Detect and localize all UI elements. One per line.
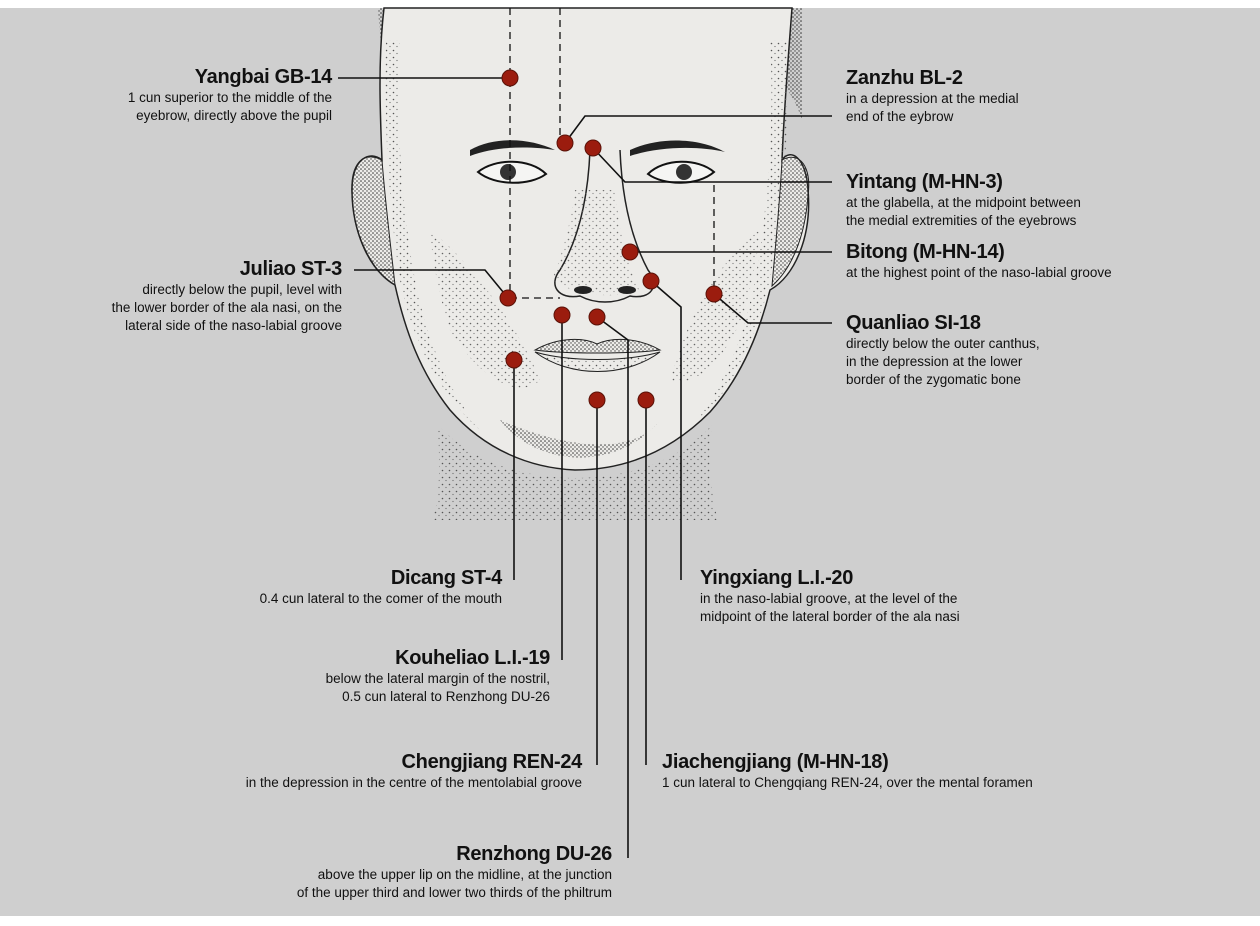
- point-yintang: [585, 140, 601, 156]
- label-title: Chengjiang REN-24: [102, 750, 582, 774]
- label-desc-line: midpoint of the lateral border of the al…: [700, 608, 1120, 626]
- point-kouheliao: [554, 307, 570, 323]
- label-desc-line: in a depression at the medial: [846, 90, 1206, 108]
- label-desc-line: at the highest point of the naso-labial …: [846, 264, 1246, 282]
- label-title: Dicang ST-4: [102, 566, 502, 590]
- label-renzhong: Renzhong DU-26 above the upper lip on th…: [132, 842, 612, 902]
- label-yangbai: Yangbai GB-14 1 cun superior to the midd…: [12, 65, 332, 125]
- point-jiachengjiang: [638, 392, 654, 408]
- label-yintang: Yintang (M-HN-3) at the glabella, at the…: [846, 170, 1246, 230]
- label-desc-line: eyebrow, directly above the pupil: [12, 107, 332, 125]
- point-yingxiang: [643, 273, 659, 289]
- label-desc-line: at the glabella, at the midpoint between: [846, 194, 1246, 212]
- label-desc-line: of the upper third and lower two thirds …: [132, 884, 612, 902]
- point-dicang: [506, 352, 522, 368]
- point-yangbai: [502, 70, 518, 86]
- label-desc-line: directly below the outer canthus,: [846, 335, 1226, 353]
- label-dicang: Dicang ST-4 0.4 cun lateral to the comer…: [102, 566, 502, 608]
- label-title: Jiachengjiang (M-HN-18): [662, 750, 1182, 774]
- point-bitong: [622, 244, 638, 260]
- label-desc-line: end of the eybrow: [846, 108, 1206, 126]
- label-zanzhu: Zanzhu BL-2 in a depression at the media…: [846, 66, 1206, 126]
- point-renzhong: [589, 309, 605, 325]
- point-chengjiang: [589, 392, 605, 408]
- label-title: Renzhong DU-26: [132, 842, 612, 866]
- label-title: Juliao ST-3: [2, 257, 342, 281]
- label-juliao: Juliao ST-3 directly below the pupil, le…: [2, 257, 342, 335]
- label-desc-line: in the naso-labial groove, at the level …: [700, 590, 1120, 608]
- label-desc-line: 0.5 cun lateral to Renzhong DU-26: [150, 688, 550, 706]
- label-desc-line: in the depression in the centre of the m…: [102, 774, 582, 792]
- label-desc-line: 0.4 cun lateral to the comer of the mout…: [102, 590, 502, 608]
- label-title: Yintang (M-HN-3): [846, 170, 1246, 194]
- label-bitong: Bitong (M-HN-14) at the highest point of…: [846, 240, 1246, 282]
- label-desc-line: below the lateral margin of the nostril,: [150, 670, 550, 688]
- label-desc-line: above the upper lip on the midline, at t…: [132, 866, 612, 884]
- label-desc-line: border of the zygomatic bone: [846, 371, 1226, 389]
- label-desc-line: in the depression at the lower: [846, 353, 1226, 371]
- label-title: Kouheliao L.I.-19: [150, 646, 550, 670]
- label-desc-line: 1 cun lateral to Chengqiang REN-24, over…: [662, 774, 1182, 792]
- label-title: Yangbai GB-14: [12, 65, 332, 89]
- label-title: Quanliao SI-18: [846, 311, 1226, 335]
- label-desc-line: directly below the pupil, level with: [2, 281, 342, 299]
- label-yingxiang: Yingxiang L.I.-20 in the naso-labial gro…: [700, 566, 1120, 626]
- point-zanzhu: [557, 135, 573, 151]
- label-kouheliao: Kouheliao L.I.-19 below the lateral marg…: [150, 646, 550, 706]
- label-desc-line: the medial extremities of the eyebrows: [846, 212, 1246, 230]
- label-chengjiang: Chengjiang REN-24 in the depression in t…: [102, 750, 582, 792]
- label-title: Yingxiang L.I.-20: [700, 566, 1120, 590]
- point-quanliao: [706, 286, 722, 302]
- label-jiachengjiang: Jiachengjiang (M-HN-18) 1 cun lateral to…: [662, 750, 1182, 792]
- label-desc-line: 1 cun superior to the middle of the: [12, 89, 332, 107]
- point-juliao: [500, 290, 516, 306]
- label-title: Zanzhu BL-2: [846, 66, 1206, 90]
- label-quanliao: Quanliao SI-18 directly below the outer …: [846, 311, 1226, 389]
- label-desc-line: the lower border of the ala nasi, on the: [2, 299, 342, 317]
- label-title: Bitong (M-HN-14): [846, 240, 1246, 264]
- label-desc-line: lateral side of the naso-labial groove: [2, 317, 342, 335]
